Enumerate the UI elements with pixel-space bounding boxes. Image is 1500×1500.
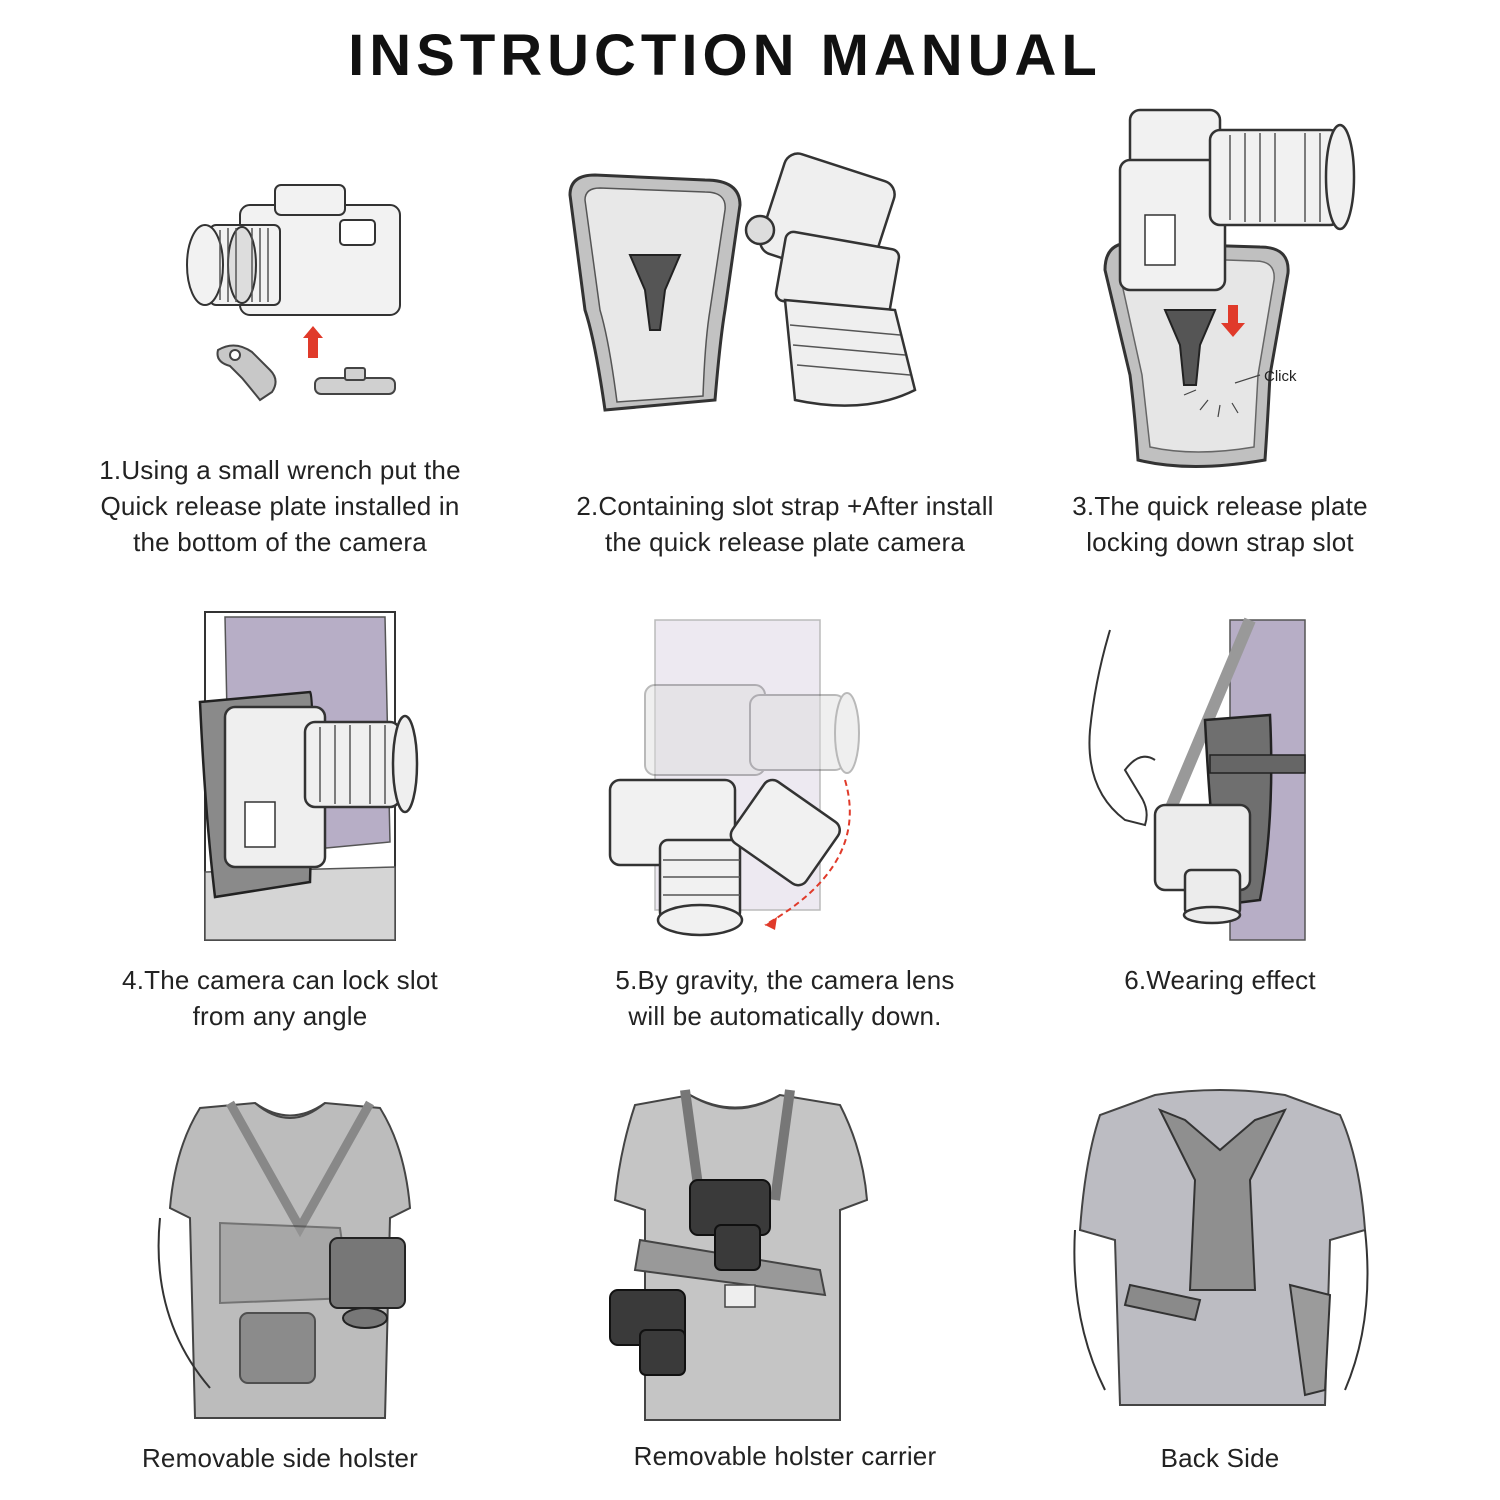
wrench-icon (216, 344, 277, 402)
step-1-illustration (180, 180, 420, 420)
down-arrow-icon (1221, 305, 1245, 337)
up-arrow-icon (303, 326, 323, 358)
quick-release-plate-icon (314, 367, 396, 395)
side-holster-illustration (157, 1088, 415, 1419)
step-2-illustration (565, 152, 965, 420)
holster-carrier-caption: Removable holster carrier (633, 1441, 937, 1471)
step-5-caption: 5.By gravity, the camera lens will be au… (615, 965, 955, 1031)
step-6-caption: 6.Wearing effect (1124, 965, 1316, 995)
holster-carrier-illustration (605, 1089, 870, 1421)
step-5-illustration (605, 615, 870, 940)
step-1-caption: 1.Using a small wrench put the Quick rel… (99, 455, 461, 557)
back-side-illustration (1073, 1089, 1369, 1420)
page-title: INSTRUCTION MANUAL (348, 23, 1102, 88)
step-4-illustration (190, 611, 420, 941)
step-4-caption: 4.The camera can lock slot from any angl… (122, 965, 438, 1031)
side-holster-caption: Removable side holster (141, 1443, 419, 1473)
step-6-illustration (1085, 617, 1310, 941)
gravity-arrow-icon (765, 917, 777, 930)
click-label: Click (1264, 368, 1297, 385)
step-2-caption: 2.Containing slot strap +After install t… (576, 491, 994, 557)
step-3-caption: 3.The quick release plate locking down s… (1072, 491, 1368, 557)
back-side-caption: Back Side (1160, 1443, 1280, 1473)
step-3-illustration: Click (1100, 105, 1360, 470)
